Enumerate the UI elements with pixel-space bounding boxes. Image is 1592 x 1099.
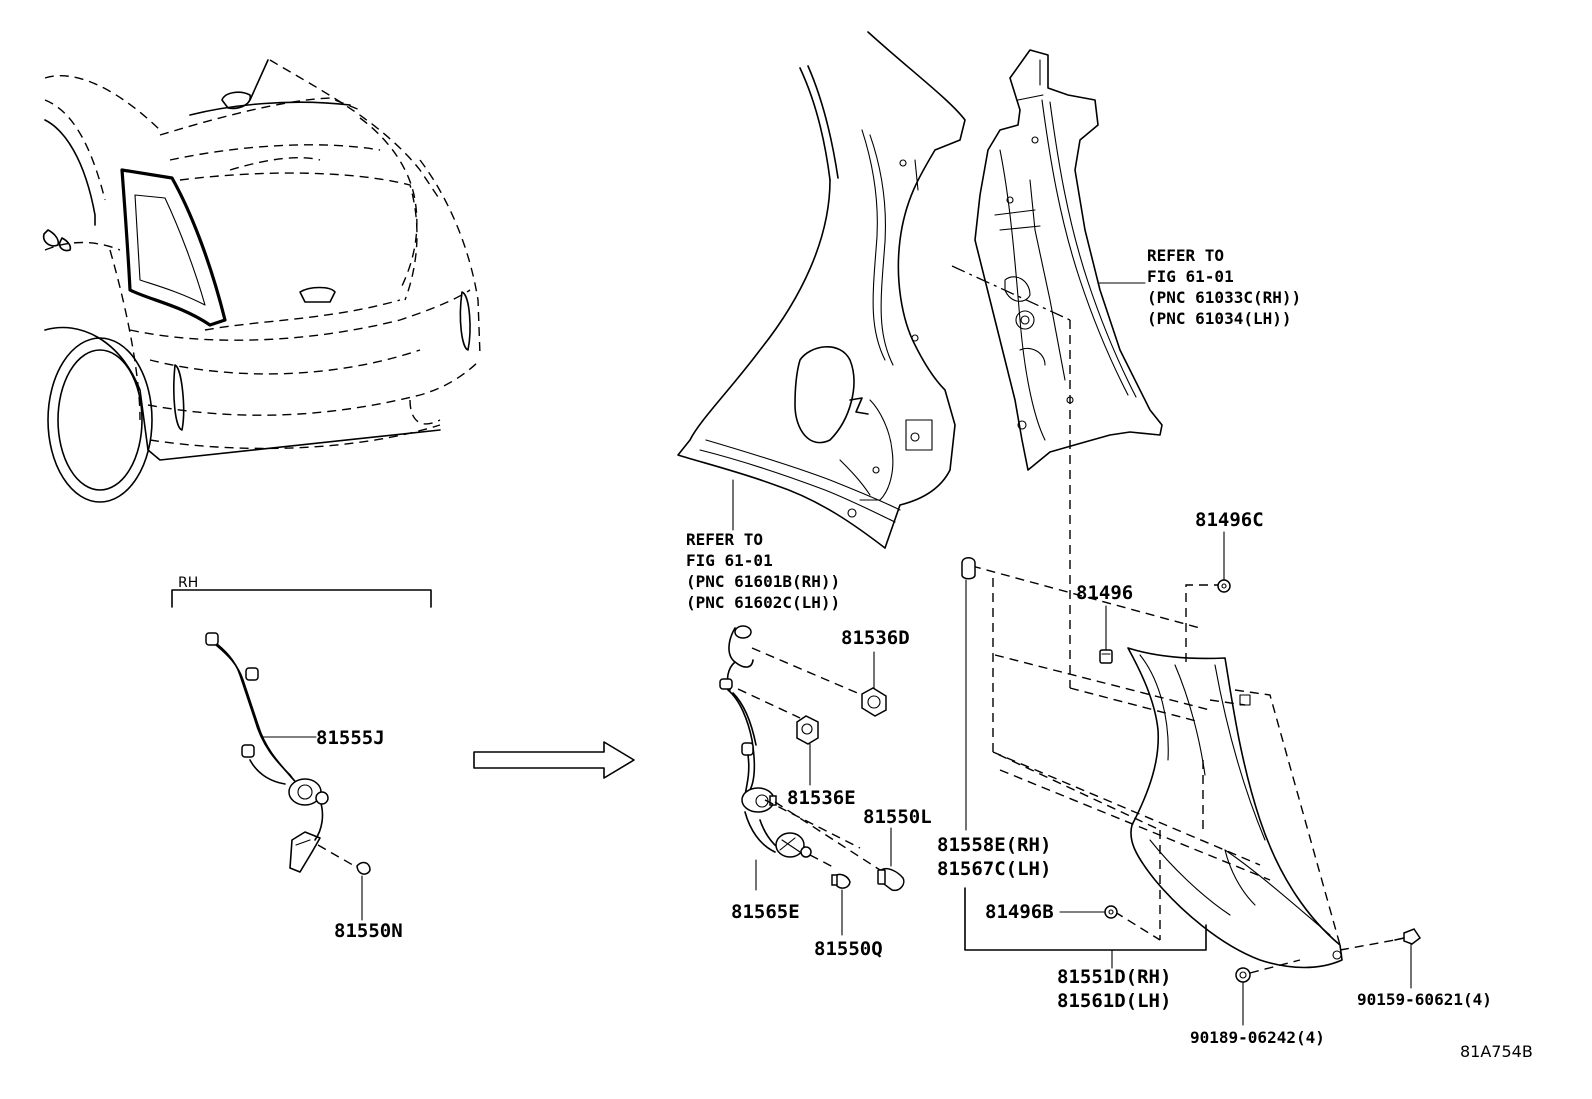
part-81536d-label: 81536D (841, 627, 910, 649)
part-81558e-label: 81558E(RH) (937, 834, 1052, 856)
rh-bracket (172, 590, 431, 607)
part-81496-label: 81496 (1076, 582, 1134, 604)
refer-upper-4: (PNC 61034(LH)) (1147, 309, 1292, 328)
part-81567c-label: 81567C(LH) (937, 858, 1052, 880)
refer-lower-1: REFER TO (686, 530, 764, 549)
part-81496b-label: 81496B (985, 901, 1054, 923)
part-81555j-label: 81555J (316, 727, 385, 749)
arrow-right-icon (474, 742, 634, 778)
part-81565e-label: 81565E (731, 901, 800, 923)
clip-icon (1100, 650, 1112, 663)
tail-lamp-lens-icon (1128, 648, 1342, 968)
rh-label: RH (178, 575, 199, 591)
part-81551d-label: 81551D(RH) (1057, 966, 1172, 988)
small-bulb-icon (832, 874, 850, 888)
rear-pillar-panel-icon (975, 50, 1162, 470)
refer-lower-2: FIG 61-01 (686, 551, 773, 570)
quarter-panel-icon (678, 32, 965, 548)
refer-lower-4: (PNC 61602C(LH)) (686, 593, 841, 612)
bulb-socket-icon (720, 626, 811, 890)
part-81550q-label: 81550Q (814, 938, 883, 960)
part-81561d-label: 81561D(LH) (1057, 990, 1172, 1012)
part-90159-label: 90159-60621(4) (1357, 990, 1492, 1009)
part-81550l-label: 81550L (863, 806, 932, 828)
refer-upper-3: (PNC 61033C(RH)) (1147, 288, 1302, 307)
wiring-harness-icon (206, 633, 370, 874)
screw-icon (1236, 929, 1420, 1025)
socket-81536d-icon (862, 688, 886, 716)
refer-upper-2: FIG 61-01 (1147, 267, 1234, 286)
part-81496c-label: 81496C (1195, 509, 1264, 531)
part-90189-label: 90189-06242(4) (1190, 1028, 1325, 1047)
refer-lower-3: (PNC 61601B(RH)) (686, 572, 841, 591)
figure-code-label: 81A754B (1460, 1042, 1533, 1061)
bulb-icon (878, 869, 904, 891)
car-rear-view-icon (44, 60, 480, 502)
part-81550n-label: 81550N (334, 920, 403, 942)
part-81536e-label: 81536E (787, 787, 856, 809)
refer-upper-1: REFER TO (1147, 246, 1225, 265)
socket-81536e-icon (797, 716, 818, 744)
